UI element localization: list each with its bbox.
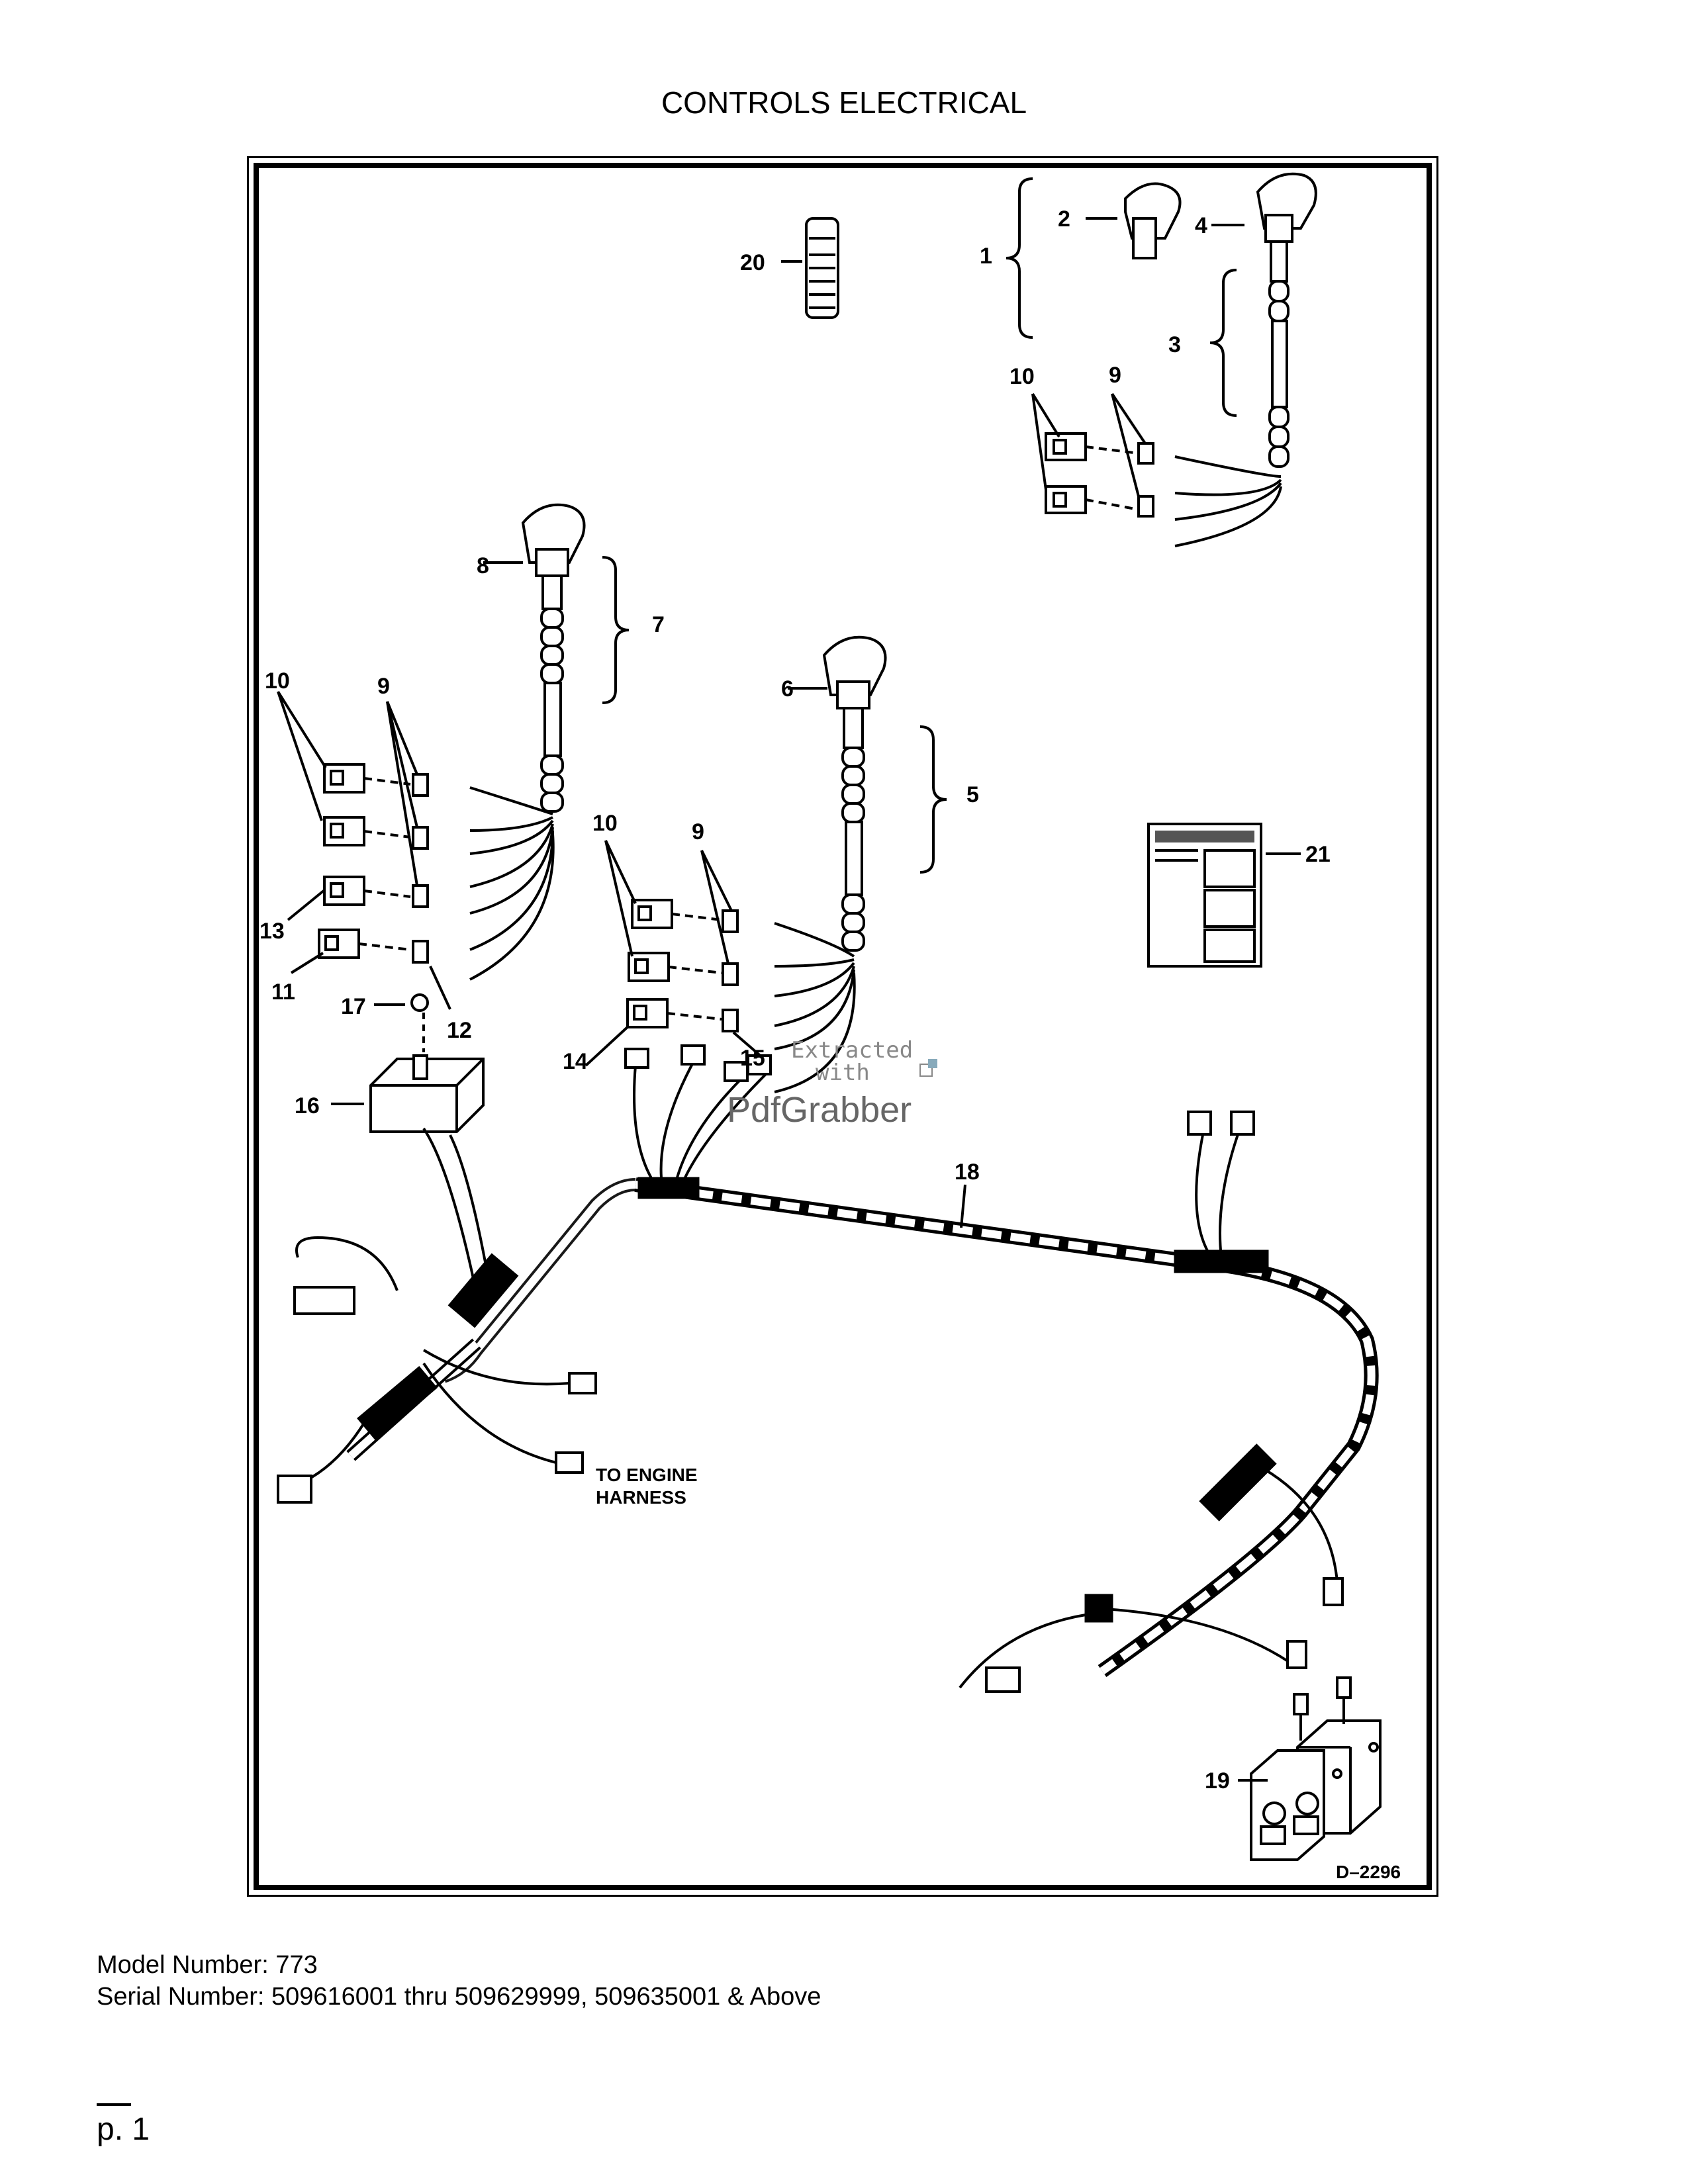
callout-9b: 9 [377,674,390,699]
callout-labels: 1 2 3 4 5 6 7 8 9 9 9 10 10 10 11 12 13 … [259,206,1401,1882]
callout-15: 15 [740,1046,765,1071]
figure-frame-inner [254,163,1432,1890]
figure-frame-outer [247,156,1438,1897]
callout-6: 6 [781,676,794,702]
callout-17: 17 [341,994,366,1019]
watermark-line1: Extracted [791,1037,913,1064]
callout-4: 4 [1195,213,1207,238]
callout-10c: 10 [592,811,618,836]
callout-19: 19 [1205,1768,1230,1794]
assembly-1-top-right [1006,172,1317,547]
watermark-line2: with [816,1060,870,1086]
note-to-engine-line1: TO ENGINE [596,1465,698,1485]
callout-14: 14 [563,1049,588,1074]
callout-9c: 9 [692,819,704,844]
callout-3: 3 [1168,332,1181,357]
part-18-harness [277,1044,1379,1693]
callout-8: 8 [477,553,489,578]
callout-7: 7 [652,612,665,637]
model-number: Model Number: 773 [97,1951,318,1979]
assembly-5-middle [585,635,947,1093]
callout-10a: 10 [1009,364,1035,389]
page-title: CONTROLS ELECTRICAL [661,85,1027,120]
serial-number: Serial Number: 509616001 thru 509629999,… [97,1983,821,2011]
note-to-engine-line2: HARNESS [596,1487,686,1508]
part-16-switch [331,993,485,1133]
callout-5: 5 [966,782,979,807]
page-number-rule [97,2103,131,2106]
callout-16: 16 [295,1093,320,1118]
part-19-valve [1238,1676,1382,1861]
callout-2: 2 [1058,206,1070,232]
callout-11: 11 [271,979,295,1005]
callout-10b: 10 [265,668,290,694]
watermark-brand: PdfGrabber [727,1090,912,1130]
figure-code: D–2296 [1336,1862,1401,1882]
callout-20: 20 [740,250,765,275]
assembly-7-left [277,503,630,1010]
part-21-decal [1147,823,1301,968]
callout-9a: 9 [1109,363,1121,388]
callout-13: 13 [259,919,285,944]
callout-21: 21 [1305,842,1331,867]
callout-1: 1 [980,244,992,269]
pdfgrabber-watermark: Extracted with PdfGrabber [727,1037,937,1130]
callout-12: 12 [447,1018,472,1043]
page-number: p. 1 [97,2112,150,2147]
callout-18: 18 [955,1160,980,1185]
part-20-grip [781,217,839,319]
